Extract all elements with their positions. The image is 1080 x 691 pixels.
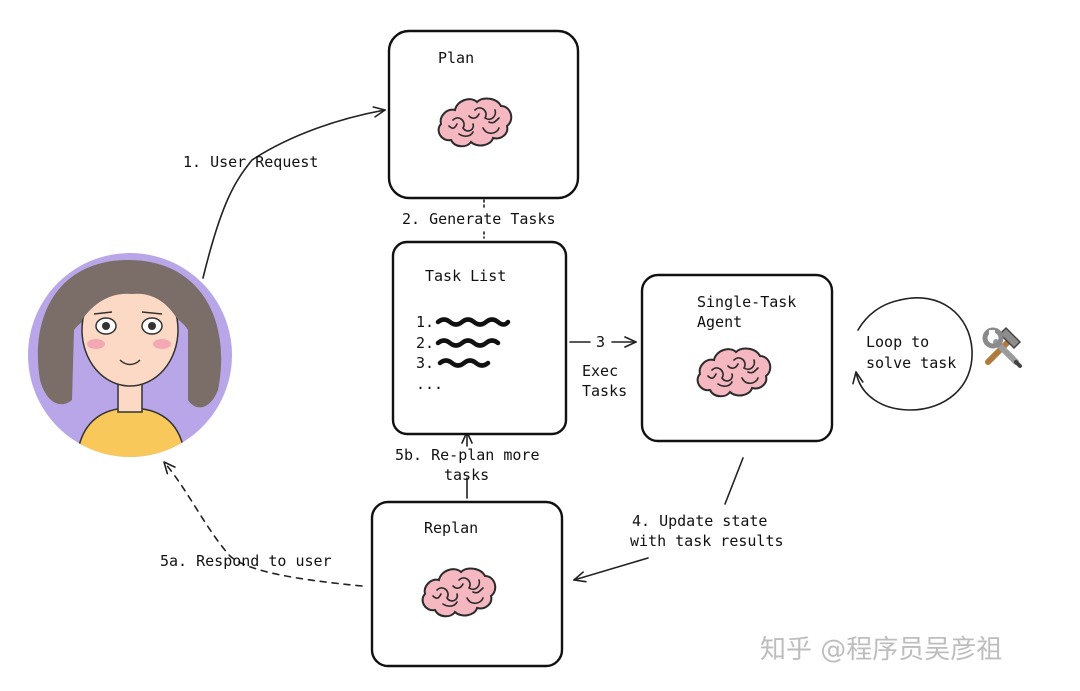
task-scribble (437, 358, 491, 368)
edge-label-update-line2: with task results (630, 532, 784, 550)
node-task-list: Task List 1. 2. 3. ... (391, 240, 568, 436)
user-avatar (28, 253, 232, 457)
node-single-task-agent: Single-Task Agent (640, 273, 834, 443)
task-item-number: 3. (416, 354, 434, 372)
task-item-number: 2. (416, 334, 434, 352)
edge-replan-more: 5b. Re-plan more tasks (395, 431, 540, 499)
loop-arrow: Loop to solve task (852, 297, 973, 411)
node-replan-title: Replan (424, 519, 478, 537)
edge-label-update-line1: 4. Update state (632, 512, 767, 530)
task-scribble (435, 317, 511, 327)
edge-label-generate-tasks: 2. Generate Tasks (402, 210, 556, 228)
edge-update-state: 4. Update state with task results (573, 457, 784, 583)
loop-label-line1: Loop to (866, 333, 929, 351)
node-plan-title: Plan (438, 49, 474, 67)
edge-respond-to-user: 5a. Respond to user (160, 461, 363, 587)
task-item-number: 1. (416, 313, 434, 331)
node-agent-title-line1: Single-Task (697, 293, 796, 311)
edge-label-replan-line1: 5b. Re-plan more (395, 446, 540, 464)
edge-user-request: 1. User Request (183, 106, 386, 279)
edge-label-replan-line2: tasks (444, 466, 489, 484)
task-scribble (435, 338, 501, 348)
loop-label-line2: solve task (866, 354, 956, 372)
node-agent-title-line2: Agent (697, 313, 742, 331)
edge-label-user-request: 1. User Request (183, 153, 318, 171)
edge-label-exec-num: 3 (596, 333, 605, 351)
watermark-text: 知乎 @程序员吴彦祖 (760, 635, 1002, 665)
task-item-number: ... (416, 375, 443, 393)
edge-label-exec-line2: Tasks (582, 382, 627, 400)
node-task-list-title: Task List (425, 267, 506, 285)
edge-exec-tasks: 3 Exec Tasks (569, 333, 637, 400)
node-replan: Replan (370, 500, 564, 668)
edge-generate-tasks: 2. Generate Tasks (402, 199, 556, 239)
edge-label-respond: 5a. Respond to user (160, 552, 332, 570)
edge-label-exec-line1: Exec (582, 362, 618, 380)
node-plan: Plan (387, 29, 580, 200)
hammer-and-wrench-icon (982, 326, 1022, 368)
